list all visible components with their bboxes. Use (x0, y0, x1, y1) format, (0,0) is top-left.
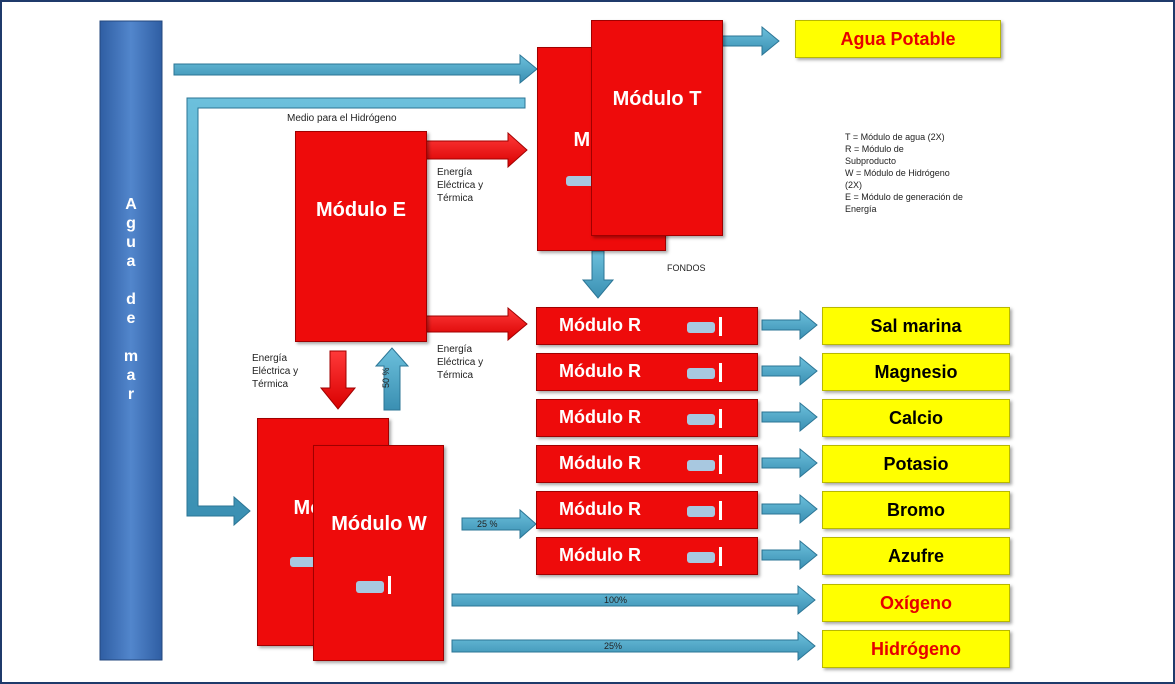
sidebar-letter: e (126, 310, 136, 327)
water-icon (687, 322, 715, 333)
arrow-hydrogen-loop (186, 97, 526, 527)
water-icon (687, 414, 715, 425)
sidebar-letter (100, 271, 162, 290)
module-t-front: Módulo T (591, 20, 723, 236)
product-arrows (761, 309, 818, 571)
output-product: Potasio (822, 445, 1010, 483)
arrow-e-to-r (424, 306, 528, 342)
module-r: Módulo R (536, 491, 758, 529)
module-t-label: Módulo T (612, 88, 702, 110)
water-icon (687, 506, 715, 517)
output-product: Azufre (822, 537, 1010, 575)
output-product: Sal marina (822, 307, 1010, 345)
module-r-label: Módulo R (559, 361, 641, 381)
legend-item: E = Módulo de generación de Energía (845, 192, 963, 214)
module-e-label: Módulo E (316, 199, 406, 221)
arrow-sea-to-t (173, 53, 538, 85)
module-e: Módulo E (295, 131, 427, 342)
water-icon (687, 368, 715, 379)
water-icon (356, 581, 384, 593)
hydrogen-medium-label: Medio para el Hidrógeno (287, 113, 397, 124)
output-agua-potable: Agua Potable (795, 20, 1001, 58)
arrow-e-to-t (424, 131, 528, 169)
arrow-w-to-hidrogeno (451, 630, 816, 662)
module-r: Módulo R (536, 445, 758, 483)
module-r: Módulo R (536, 537, 758, 575)
module-r-label: Módulo R (559, 453, 641, 473)
legend-item: T = Módulo de agua (2X) (845, 132, 945, 142)
legend-item: R = Módulo de Subproducto (845, 144, 904, 166)
legend-item: W = Módulo de Hidrógeno (2X) (845, 168, 950, 190)
output-oxigeno: Oxígeno (822, 584, 1010, 622)
module-r-label: Módulo R (559, 407, 641, 427)
sidebar-letter: a (126, 367, 136, 384)
output-hidrogeno: Hidrógeno (822, 630, 1010, 668)
arrow-t-to-agua (721, 25, 780, 57)
water-icon-bar (719, 363, 722, 382)
percent-50-label: 50 % (381, 367, 391, 388)
arrow-t-to-r (581, 250, 615, 299)
water-icon (566, 176, 594, 186)
water-icon-bar (719, 501, 722, 520)
module-r-label: Módulo R (559, 545, 641, 565)
output-product: Calcio (822, 399, 1010, 437)
water-icon-bar (719, 317, 722, 336)
sidebar-letter: a (126, 253, 136, 270)
sidebar-letter: m (123, 348, 139, 365)
water-icon-bar (719, 409, 722, 428)
legend: T = Módulo de agua (2X) R = Módulo de Su… (845, 131, 995, 215)
arrow-w-to-e (374, 347, 410, 411)
sidebar-letter (100, 328, 162, 347)
energy-label: Energía Eléctrica y Térmica (437, 344, 484, 381)
sea-water-column (99, 20, 163, 661)
sidebar-letter: d (126, 291, 136, 308)
fondos-label: FONDOS (667, 263, 706, 273)
sidebar-letter: u (126, 234, 136, 251)
percent-25-h-label: 25% (604, 641, 623, 651)
module-r: Módulo R (536, 353, 758, 391)
sidebar-letter: A (125, 196, 137, 213)
energy-label: Energía Eléctrica y Térmica (437, 167, 484, 204)
module-w-front: Módulo W (313, 445, 444, 661)
arrow-w-to-oxigeno (451, 584, 816, 616)
module-w-label: Módulo W (331, 513, 427, 535)
sidebar-letter: r (127, 386, 135, 403)
arrow-w-to-r (461, 508, 537, 540)
water-icon-bar (719, 455, 722, 474)
water-icon-bar (388, 576, 391, 594)
arrow-e-to-w (319, 350, 357, 410)
output-product: Magnesio (822, 353, 1010, 391)
module-r-label: Módulo R (559, 315, 641, 335)
sidebar-letter: g (126, 215, 136, 232)
energy-label: Energía Eléctrica y Térmica (252, 353, 299, 390)
module-r-label: Módulo R (559, 499, 641, 519)
water-icon-bar (719, 547, 722, 566)
water-icon (290, 557, 316, 567)
water-icon (687, 552, 715, 563)
output-product: Bromo (822, 491, 1010, 529)
water-icon (687, 460, 715, 471)
module-r: Módulo R (536, 399, 758, 437)
sea-water-label: A g u a d e m a r (100, 195, 162, 404)
percent-25-r-label: 25 % (477, 519, 498, 529)
module-r: Módulo R (536, 307, 758, 345)
percent-100-label: 100% (604, 595, 628, 605)
